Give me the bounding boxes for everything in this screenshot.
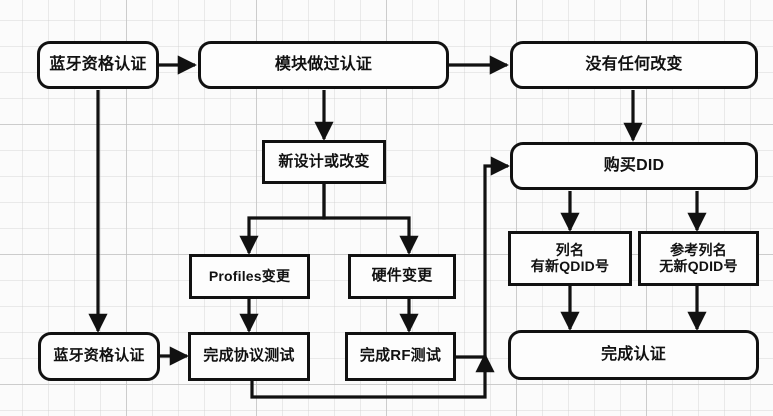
- node-ref-listing-no-qdid-label: 参考列名 无新QDID号: [659, 241, 738, 274]
- node-module-certified[interactable]: 模块做过认证: [198, 41, 449, 89]
- node-protocol-test-label: 完成协议测试: [203, 347, 295, 365]
- edge-new-design-to-profiles-change: [239, 184, 326, 255]
- node-protocol-test[interactable]: 完成协议测试: [188, 332, 310, 381]
- edge-new-design-to-hardware-change: [322, 184, 419, 255]
- node-new-design[interactable]: 新设计或改变: [262, 140, 386, 184]
- node-buy-did[interactable]: 购买DID: [510, 142, 758, 190]
- node-rf-test[interactable]: 完成RF测试: [345, 332, 456, 381]
- node-listing-new-qdid[interactable]: 列名 有新QDID号: [508, 231, 632, 286]
- node-new-design-label: 新设计或改变: [278, 152, 370, 170]
- node-profiles-change-label: Profiles变更: [208, 267, 291, 284]
- node-buy-did-label: 购买DID: [603, 157, 665, 175]
- edge-protocol-test-to-buy-did: [250, 353, 495, 399]
- node-listing-new-qdid-label: 列名 有新QDID号: [530, 241, 610, 274]
- node-rf-test-label: 完成RF测试: [359, 347, 442, 365]
- node-no-change-label: 没有任何改变: [585, 56, 683, 74]
- node-bt-qual-bottom[interactable]: 蓝牙资格认证: [38, 332, 160, 381]
- node-bt-qual-top-label: 蓝牙资格认证: [49, 56, 147, 74]
- node-no-change[interactable]: 没有任何改变: [510, 41, 758, 89]
- node-bt-qual-bottom-label: 蓝牙资格认证: [53, 347, 145, 365]
- node-certification-done-label: 完成认证: [601, 346, 666, 364]
- node-hardware-change[interactable]: 硬件变更: [348, 254, 456, 299]
- node-certification-done[interactable]: 完成认证: [508, 330, 759, 380]
- node-profiles-change[interactable]: Profiles变更: [189, 254, 310, 299]
- node-hardware-change-label: 硬件变更: [371, 267, 433, 285]
- edge-rf-test-to-buy-did: [456, 156, 510, 359]
- node-bt-qual-top[interactable]: 蓝牙资格认证: [37, 41, 159, 89]
- node-ref-listing-no-qdid[interactable]: 参考列名 无新QDID号: [638, 231, 759, 286]
- node-module-certified-label: 模块做过认证: [274, 56, 373, 74]
